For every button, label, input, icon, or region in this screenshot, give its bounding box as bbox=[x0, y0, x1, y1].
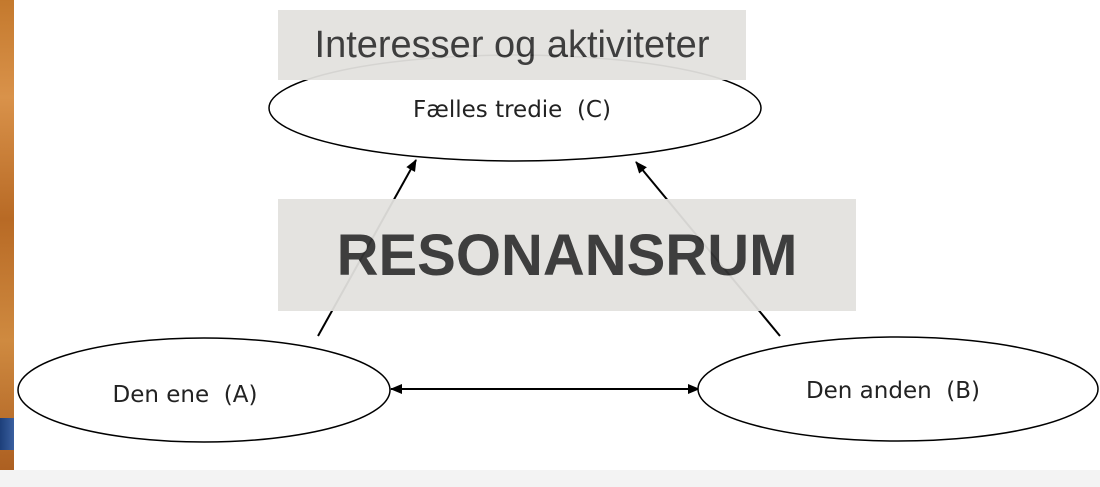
node-a-label: Den ene (A) bbox=[113, 382, 258, 408]
background-texture-strip bbox=[0, 0, 14, 487]
title-banner: Interesser og aktiviteter bbox=[278, 10, 746, 80]
node-c-label: Fælles tredie (C) bbox=[413, 97, 611, 123]
background-accent-strip bbox=[0, 418, 14, 450]
node-c: Fælles tredie (C) bbox=[268, 54, 762, 162]
node-a: Den ene (A) bbox=[17, 337, 391, 443]
node-a-ellipse bbox=[17, 337, 391, 443]
title-text: Interesser og aktiviteter bbox=[314, 23, 710, 66]
node-b-ellipse bbox=[697, 336, 1099, 442]
bottom-band bbox=[0, 470, 1100, 487]
resonance-banner: RESONANSRUM bbox=[278, 199, 856, 311]
resonance-text: RESONANSRUM bbox=[336, 222, 798, 288]
node-b-label: Den anden (B) bbox=[806, 378, 980, 404]
node-b: Den anden (B) bbox=[697, 336, 1099, 442]
